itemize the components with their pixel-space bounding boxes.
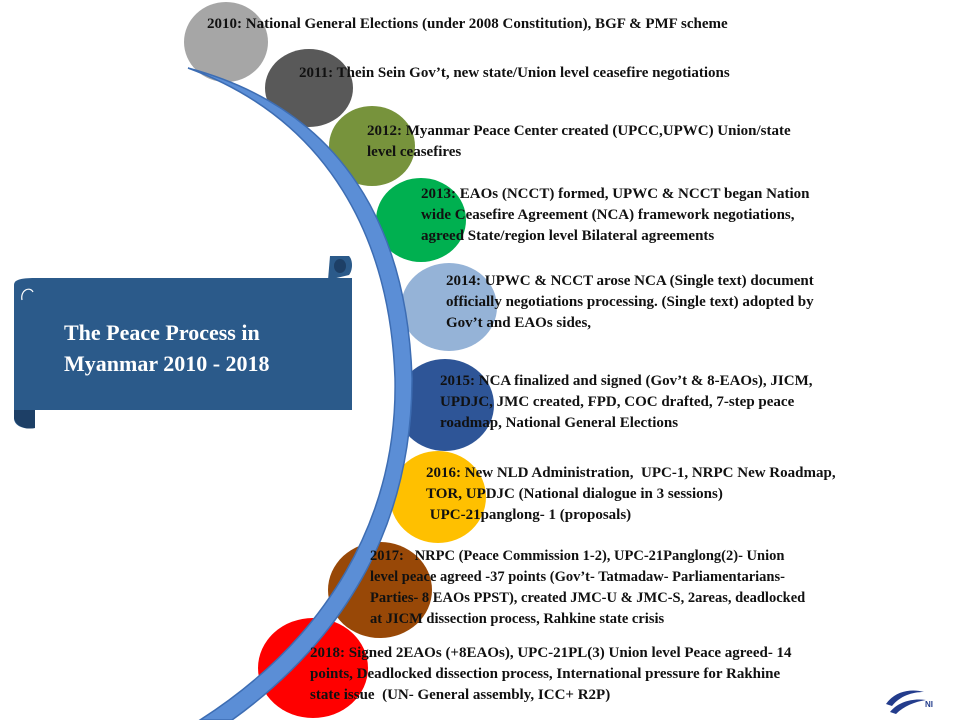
timeline-item-2012: 2012: Myanmar Peace Center created (UPCC… (367, 121, 791, 163)
item-2013-line-1: 2013: EAOs (NCCT) formed, UPWC & NCCT be… (421, 186, 810, 202)
item-2015-line-3: roadmap, National General Elections (440, 415, 679, 431)
logo-text: NI (925, 700, 933, 709)
diagram-title: The Peace Process in Myanmar 2010 - 2018 (64, 317, 334, 379)
item-2016-line-2: TOR, UPDJC (National dialogue in 3 sessi… (426, 486, 723, 502)
logo-swoosh (886, 690, 924, 706)
item-2014-line-3: Gov’t and EAOs sides, (446, 315, 592, 331)
title-line-2: Myanmar 2010 - 2018 (64, 351, 270, 376)
item-2012-line-1: 2012: Myanmar Peace Center created (UPCC… (367, 123, 791, 139)
timeline-item-2016: 2016: New NLD Administration, UPC-1, NRP… (426, 463, 836, 526)
circle-2011 (265, 49, 353, 127)
timeline-item-2017: 2017: NRPC (Peace Commission 1-2), UPC-2… (370, 546, 805, 630)
item-2012-line-2: level ceasefires (367, 144, 462, 160)
timeline-item-2018: 2018: Signed 2EAOs (+8EAOs), UPC-21PL(3)… (310, 643, 792, 706)
item-2015-line-1: 2015: NCA finalized and signed (Gov’t & … (440, 373, 813, 389)
timeline-item-2013: 2013: EAOs (NCCT) formed, UPWC & NCCT be… (421, 184, 809, 247)
org-logo (886, 690, 926, 714)
item-2017-line-2: level peace agreed -37 points (Gov’t- Ta… (370, 569, 785, 585)
item-2016-line-1: 2016: New NLD Administration, UPC-1, NRP… (426, 465, 836, 481)
item-2017-line-4: at JICM dissection process, Rahkine stat… (370, 611, 665, 627)
item-2011-line-1: 2011: Thein Sein Gov’t, new state/Union … (299, 65, 730, 81)
timeline-item-2015: 2015: NCA finalized and signed (Gov’t & … (440, 371, 813, 434)
banner-left-scroll (14, 278, 35, 429)
timeline-item-2014: 2014: UPWC & NCCT arose NCA (Single text… (446, 271, 814, 334)
item-2014-line-2: officially negotiations processing. (Sin… (446, 294, 814, 310)
banner-left-fold (14, 410, 35, 429)
title-line-1: The Peace Process in (64, 320, 260, 345)
item-2018-line-1: 2018: Signed 2EAOs (+8EAOs), UPC-21PL(3)… (310, 645, 792, 661)
timeline-item-2010: 2010: National General Elections (under … (207, 14, 728, 35)
logo-swoosh-2 (890, 699, 926, 714)
item-2017-line-1: 2017: NRPC (Peace Commission 1-2), UPC-2… (370, 548, 785, 564)
item-2016-line-3: UPC-21panglong- 1 (proposals) (426, 507, 632, 523)
item-2013-line-2: wide Ceasefire Agreement (NCA) framework… (421, 207, 795, 223)
circle-2014 (401, 263, 497, 351)
banner-top-curl (328, 256, 352, 280)
timeline-item-2011: 2011: Thein Sein Gov’t, new state/Union … (299, 63, 730, 84)
banner-left-curl (21, 288, 34, 301)
item-2014-line-1: 2014: UPWC & NCCT arose NCA (Single text… (446, 273, 814, 289)
item-2017-line-3: Parties- 8 EAOs PPST), created JMC-U & J… (370, 590, 806, 606)
item-2018-line-3: state issue (UN- General assembly, ICC+ … (310, 687, 611, 703)
item-2018-line-2: points, Deadlocked dissection process, I… (310, 666, 781, 682)
item-2010-line-1: 2010: National General Elections (under … (207, 16, 728, 32)
item-2013-line-3: agreed State/region level Bilateral agre… (421, 228, 715, 244)
banner-top-roll (334, 259, 346, 273)
item-2015-line-2: UPDJC, JMC created, FPD, COC drafted, 7-… (440, 394, 795, 410)
